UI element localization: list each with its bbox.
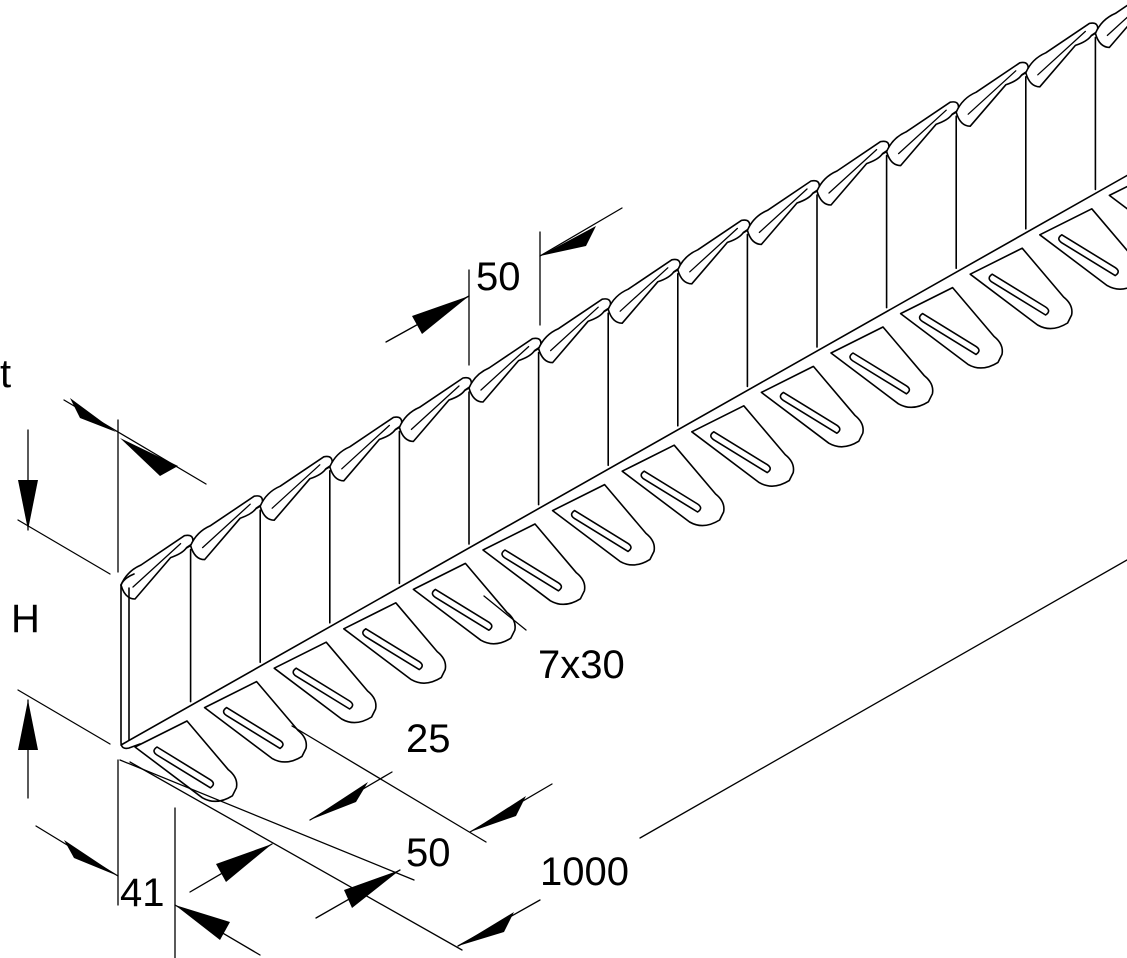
- dimension-t: [63, 398, 207, 573]
- dimension-length: [129, 761, 541, 951]
- foot-slot: [501, 549, 563, 592]
- foot-slot: [153, 746, 215, 789]
- label-slot: 7x30: [538, 643, 625, 687]
- foot-slot: [710, 431, 771, 474]
- dimension-pitch-top: [385, 207, 623, 366]
- foot-slot: [222, 706, 284, 750]
- segment-foot: [969, 247, 1073, 330]
- lip-fold-line: [201, 503, 251, 549]
- label-width: 41: [120, 871, 165, 915]
- lip-fold-line: [410, 385, 460, 431]
- front-edge: [120, 573, 141, 750]
- lip-fold-line: [132, 542, 182, 588]
- strip-bottom-edge: [120, 174, 1127, 746]
- comb-strip: [120, 4, 1127, 803]
- segment-lip: [398, 376, 473, 443]
- foot-slot: [640, 470, 702, 513]
- lip-fold-line: [1106, 16, 1127, 37]
- segment-foot: [203, 680, 308, 763]
- segment-lip: [189, 495, 264, 561]
- lip-fold-line: [271, 464, 321, 509]
- lip-fold-line: [897, 109, 947, 155]
- segment-foot: [551, 483, 656, 566]
- segment-lip: [955, 61, 1029, 127]
- foot-slot: [292, 667, 354, 710]
- lip-fold-line: [341, 424, 391, 470]
- lip-fold-line: [619, 267, 669, 312]
- foot-slot: [362, 628, 423, 671]
- foot-slot: [570, 509, 632, 553]
- foot-slot: [779, 391, 841, 434]
- lip-fold-line: [967, 70, 1017, 115]
- foot-slot: [988, 273, 1050, 316]
- dimension-h: [17, 429, 111, 799]
- segment-lip: [816, 140, 890, 206]
- segment-foot: [273, 641, 377, 724]
- lip-fold-line: [480, 345, 530, 391]
- label-length: 1000: [540, 850, 629, 894]
- lip-fold-line: [758, 188, 808, 234]
- segment-lip: [537, 298, 612, 364]
- label-t: t: [0, 352, 11, 396]
- segment-lip: [607, 258, 681, 324]
- segment-lip: [259, 455, 333, 521]
- dimension-foot-offset: [119, 725, 553, 881]
- segment-foot: [830, 326, 934, 409]
- segment-foot: [482, 523, 586, 606]
- lip-fold-line: [828, 148, 878, 194]
- segment-foot: [412, 562, 516, 645]
- dimension-width: [35, 759, 261, 958]
- length-extension-line: [639, 559, 1127, 839]
- label-pitch-bottom: 50: [406, 831, 451, 875]
- label-pitch-top: 50: [476, 255, 521, 299]
- segment-lip: [885, 101, 960, 167]
- lip-fold-line: [689, 227, 739, 273]
- dimension-pitch-bottom: [189, 843, 401, 919]
- segment-lip: [1094, 4, 1127, 49]
- segment-foot: [899, 286, 1004, 369]
- segment-lip: [746, 179, 821, 246]
- segment-foot: [621, 444, 725, 527]
- lip-fold-line: [549, 306, 599, 352]
- segment-foot: [760, 365, 864, 448]
- segment-lip: [120, 534, 194, 600]
- foot-slot: [1058, 234, 1119, 277]
- lip-fold-line: [1037, 30, 1087, 76]
- foot-slot: [849, 352, 911, 395]
- foot-slot: [918, 312, 980, 356]
- segment-lip: [1025, 22, 1099, 88]
- label-h: H: [11, 597, 40, 641]
- segment-lip: [677, 219, 751, 285]
- leader-slot: [483, 595, 527, 631]
- segment-lip: [329, 416, 403, 482]
- segment-foot: [691, 405, 795, 487]
- segment-foot: [1108, 185, 1127, 210]
- segment-foot: [343, 602, 447, 684]
- label-foot-offset: 25: [406, 717, 451, 761]
- segment-lip: [468, 337, 542, 403]
- foot-slot: [431, 588, 493, 631]
- segment-foot: [134, 720, 238, 803]
